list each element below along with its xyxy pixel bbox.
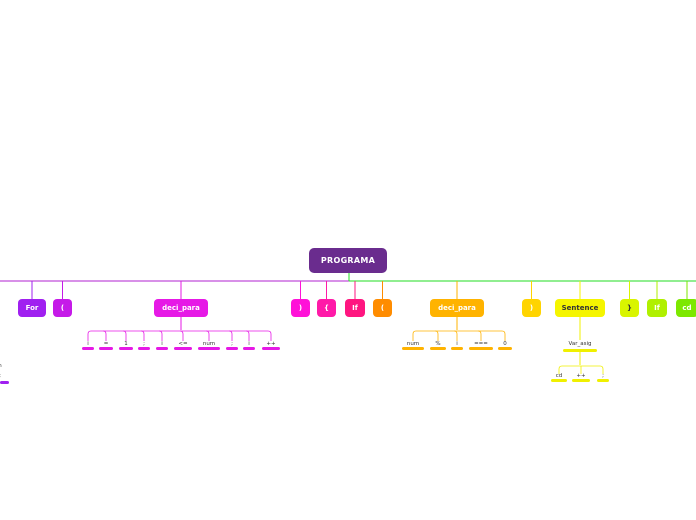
deci-para-1-underline <box>262 347 280 350</box>
branch-node--8[interactable]: ) <box>522 299 541 317</box>
deci-para-2-underline <box>451 347 463 350</box>
deci-para-1-token[interactable]: i <box>248 341 250 347</box>
deci-para-1-underline <box>138 347 150 350</box>
deci-para-1-leaf-connector <box>158 330 163 341</box>
deci-para-1-token[interactable]: <= <box>178 341 188 347</box>
left-partial-underline <box>0 381 9 384</box>
deci-para-1-leaf-connector <box>205 330 210 341</box>
var-asig-underline <box>597 379 609 382</box>
branch-node-deci_para-2[interactable]: deci_para <box>154 299 208 317</box>
branch-node-Sentence-9[interactable]: Sentence <box>555 299 605 317</box>
deci-para-1-token[interactable]: ++ <box>266 341 276 347</box>
deci-para-2-token[interactable]: % <box>435 341 441 347</box>
var-asig-underline <box>551 379 567 382</box>
deci-para-1-token[interactable]: ; <box>231 341 233 347</box>
deci-para-1-underline <box>119 347 133 350</box>
deci-para-1-leaf-connector <box>102 330 107 341</box>
branch-node--10[interactable]: } <box>620 299 639 317</box>
deci-para-1-token[interactable]: = <box>103 341 109 347</box>
deci-para-1-underline <box>226 347 238 350</box>
deci-para-1-underline <box>82 347 94 350</box>
branch-node--1[interactable]: ( <box>53 299 72 317</box>
var-asig-underline <box>563 349 597 352</box>
deci-para-2-bracket <box>412 330 506 341</box>
deci-para-2-token[interactable]: === <box>474 341 488 347</box>
left-partial-token[interactable]: ; <box>0 373 3 379</box>
deci-para-2-leaf-connector <box>453 330 458 341</box>
branch-node--3[interactable]: ) <box>291 299 310 317</box>
deci-para-2-token[interactable]: i <box>456 341 458 347</box>
deci-para-2-token[interactable]: 0 <box>503 341 507 347</box>
var-asig-token[interactable]: ++ <box>576 373 586 379</box>
deci-para-1-leaf-connector <box>179 330 184 341</box>
branch-node--6[interactable]: ( <box>373 299 392 317</box>
deci-para-1-token[interactable]: 1 <box>124 341 128 347</box>
left-partial-token[interactable]: n <box>0 363 3 369</box>
deci-para-1-leaf-connector <box>245 330 250 341</box>
branch-node--4[interactable]: { <box>317 299 336 317</box>
deci-para-1-underline <box>174 347 192 350</box>
deci-para-1-underline <box>198 347 220 350</box>
var-asig-token[interactable]: ; <box>602 373 604 379</box>
branch-node-For-0[interactable]: For <box>18 299 46 317</box>
deci-para-1-token[interactable]: num <box>202 341 216 347</box>
branch-node-deci_para-7[interactable]: deci_para <box>430 299 484 317</box>
deci-para-2-underline <box>469 347 493 350</box>
deci-para-1-underline <box>99 347 113 350</box>
var-asig-underline <box>572 379 590 382</box>
deci-para-1-token[interactable]: i <box>161 341 163 347</box>
deci-para-1-token[interactable]: i <box>87 341 89 347</box>
branch-node-If-5[interactable]: If <box>345 299 365 317</box>
deci-para-1-leaf-connector <box>228 330 233 341</box>
deci-para-2-token[interactable]: num <box>406 341 420 347</box>
deci-para-1-leaf-connector <box>122 330 127 341</box>
deci-para-2-underline <box>498 347 512 350</box>
deci-para-2-leaf-connector <box>434 330 439 341</box>
branch-node-If-11[interactable]: If <box>647 299 667 317</box>
root-node-programa[interactable]: PROGRAMA <box>309 248 387 273</box>
deci-para-1-underline <box>243 347 255 350</box>
deci-para-1-underline <box>156 347 168 350</box>
deci-para-1-bracket <box>87 330 272 341</box>
deci-para-1-token[interactable]: ; <box>143 341 145 347</box>
deci-para-1-leaf-connector <box>140 330 145 341</box>
var-asig-node[interactable]: Var_asig <box>568 341 592 347</box>
deci-para-2-underline <box>402 347 424 350</box>
deci-para-2-leaf-connector <box>477 330 482 341</box>
branch-node-cd-12[interactable]: cd <box>676 299 696 317</box>
deci-para-2-underline <box>430 347 446 350</box>
var-asig-token[interactable]: cd <box>555 373 563 379</box>
